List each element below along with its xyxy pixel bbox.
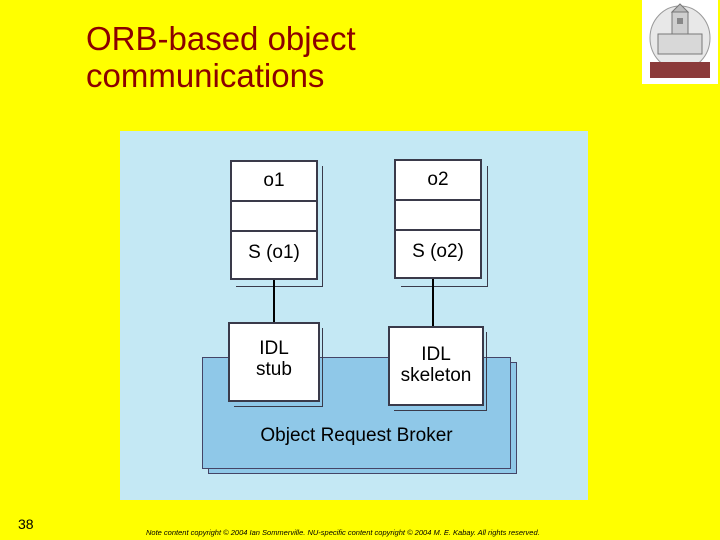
slide-title-line1: ORB-based object	[86, 20, 356, 57]
idl-skeleton-box: IDL skeleton	[388, 326, 484, 406]
object2-empty-cell	[396, 201, 480, 231]
slide-title: ORB-based object communications	[86, 20, 356, 94]
object1-shadow	[236, 166, 323, 287]
object1-box: o1 S (o1)	[230, 160, 318, 280]
slide-title-line2: communications	[86, 57, 325, 94]
idl-skeleton-label: IDL skeleton	[390, 344, 482, 386]
object2-name: o2	[427, 169, 449, 190]
object2-shadow	[401, 166, 488, 287]
page-number: 38	[18, 516, 34, 532]
diagram-panel: Object Request Broker o1 S (o1) o2 S (o2…	[120, 131, 588, 500]
idl-skeleton-line1: IDL	[421, 344, 451, 365]
idl-stub-line2: stub	[256, 359, 292, 380]
copyright-footer: Note content copyright © 2004 Ian Sommer…	[146, 528, 540, 537]
skeleton-shadow	[394, 332, 487, 411]
university-logo	[642, 0, 718, 84]
object1-name-cell: o1	[232, 162, 316, 202]
object1-empty-cell	[232, 202, 316, 232]
object2-name-cell: o2	[396, 161, 480, 201]
idl-stub-line1: IDL	[259, 338, 289, 359]
connector-o1-stub	[273, 280, 275, 323]
object1-service: S (o1)	[248, 242, 300, 263]
object2-box: o2 S (o2)	[394, 159, 482, 279]
object2-service: S (o2)	[412, 241, 464, 262]
idl-stub-box: IDL stub	[228, 322, 320, 402]
idl-stub-label: IDL stub	[230, 338, 318, 380]
stub-shadow	[234, 328, 323, 407]
idl-skeleton-line2: skeleton	[400, 365, 472, 386]
connector-o2-skeleton	[432, 279, 434, 327]
orb-label: Object Request Broker	[260, 425, 453, 446]
object1-name: o1	[263, 170, 285, 191]
